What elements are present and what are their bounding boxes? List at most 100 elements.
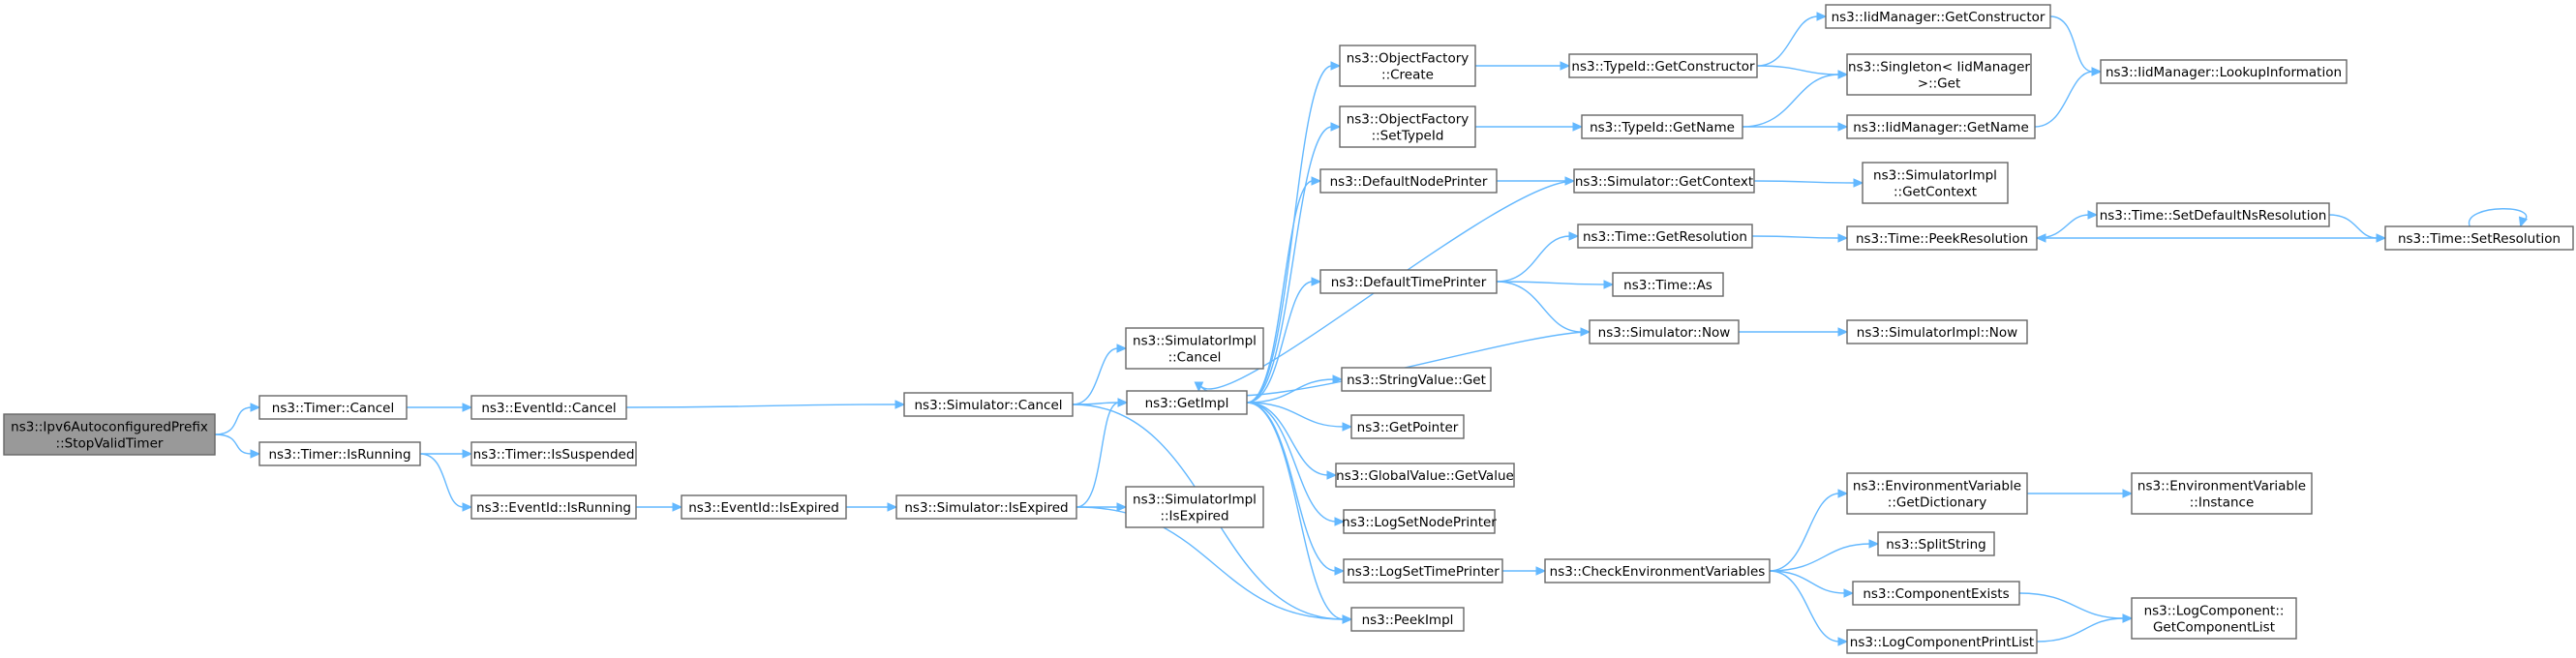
node-label: ns3::GetPointer [1357,420,1459,435]
edge-getimpl-to-defaulttimeprinter [1246,277,1322,404]
node-envvar-getdictionary[interactable]: ns3::EnvironmentVariable::GetDictionary [1846,472,2028,515]
edge-arrowhead [1843,588,1855,598]
node-box [1126,390,1248,415]
edge-root-to-timer_cancel [214,403,261,435]
edge-eventid_isexpired-to-sim_isexpired [846,502,898,512]
node-logcomponentprintlist[interactable]: ns3::LogComponentPrintList [1846,629,2038,654]
node-box [1577,224,1753,249]
node-simimpl-isexpired[interactable]: ns3::SimulatorImpl::IsExpired [1125,486,1264,528]
node-time-as[interactable]: ns3::Time::As [1612,272,1724,297]
edge-line [1756,65,1840,75]
node-time-peekresolution[interactable]: ns3::Time::PeekResolution [1846,225,2038,251]
node-defaultnodeprinter[interactable]: ns3::DefaultNodePrinter [1319,168,1498,194]
node-timer-isrunning[interactable]: ns3::Timer::IsRunning [258,441,421,466]
edge-arrowhead [1342,614,1353,624]
node-eventid-isrunning[interactable]: ns3::EventId::IsRunning [470,494,637,520]
node-typeid-getname[interactable]: ns3::TypeId::GetName [1581,114,1743,139]
node-box [1319,269,1498,294]
node-iid-lookupinformation[interactable]: ns3::IidManager::LookupInformation [2100,59,2348,84]
edge-getimpl-to-stringvalue_get [1246,374,1344,404]
node-box [895,494,1077,520]
edge-arrowhead [1837,122,1849,132]
node-iid-getconstructor[interactable]: ns3::IidManager::GetConstructor [1825,4,2051,29]
node-sim-cancel[interactable]: ns3::Simulator::Cancel [903,392,1074,417]
node-simimpl-now[interactable]: ns3::SimulatorImpl::Now [1846,319,2028,344]
node-timer-issuspended[interactable]: ns3::Timer::IsSuspended [470,441,637,466]
node-label: ns3::TypeId::GetConstructor [1571,59,1755,75]
edge-defaulttimeprinter-to-sim_now [1496,281,1591,337]
node-label: ns3::Timer::IsSuspended [473,447,635,463]
node-of-create[interactable]: ns3::ObjectFactory::Create [1339,45,1476,87]
edge-line [2036,617,2125,643]
node-label: ns3::SimulatorImpl [1133,334,1257,349]
node-peekimpl[interactable]: ns3::PeekImpl [1350,607,1465,632]
node-timer-cancel[interactable]: ns3::Timer::Cancel [258,395,408,420]
node-box [1568,53,1758,78]
node-getpointer[interactable]: ns3::GetPointer [1350,414,1465,439]
edge-arrowhead [1116,344,1128,353]
node-time-setdefaultnsresolution[interactable]: ns3::Time::SetDefaultNsResolution [2096,202,2330,227]
node-getimpl[interactable]: ns3::GetImpl [1126,390,1248,415]
node-defaulttimeprinter[interactable]: ns3::DefaultTimePrinter [1319,269,1498,294]
node-time-getresolution[interactable]: ns3::Time::GetResolution [1577,224,1753,249]
node-sim-isexpired[interactable]: ns3::Simulator::IsExpired [895,494,1077,520]
node-sim-getcontext[interactable]: ns3::Simulator::GetContext [1573,168,1755,194]
node-label: ns3::Time::GetResolution [1583,229,1747,245]
node-label: GetComponentList [2153,620,2275,636]
node-time-setresolution[interactable]: ns3::Time::SetResolution [2384,225,2574,251]
edge-checkenvvars-to-componentexists [1769,570,1855,598]
edge-of_create-to-typeid_getconstructor [1475,61,1571,71]
node-singleton-get[interactable]: ns3::Singleton< IidManager >::Get [1846,53,2032,96]
node-root[interactable]: ns3::Ipv6AutoconfiguredPrefix::StopValid… [3,413,216,456]
node-iid-getname[interactable]: ns3::IidManager::GetName [1846,114,2036,139]
node-globalvalue-getvalue[interactable]: ns3::GlobalValue::GetValue [1335,463,1515,488]
edge-line [1246,378,1335,404]
node-logsettimeprinter[interactable]: ns3::LogSetTimePrinter [1343,558,1503,583]
edge-line [214,406,253,435]
node-logcomponent-getcomponentlist[interactable]: ns3::LogComponent::GetComponentList [2131,597,2297,640]
node-eventid-isexpired[interactable]: ns3::EventId::IsExpired [681,494,847,520]
edge-arrowhead [1568,231,1580,241]
edge-arrowhead [1572,122,1584,132]
node-label: ns3::SplitString [1886,537,1986,553]
edge-arrowhead [1311,277,1322,286]
node-splitstring[interactable]: ns3::SplitString [1877,531,1995,556]
edge-typeid_getconstructor-to-singleton_get [1756,65,1849,79]
edge-getimpl-to-defaultnodeprinter [1246,176,1322,404]
edge-line [1496,281,1606,285]
node-simimpl-getcontext[interactable]: ns3::SimulatorImpl::GetContext [1862,162,2009,204]
edge-defaulttimeprinter-to-time_getresolution [1496,231,1580,283]
node-box [1339,105,1476,148]
node-box [1335,463,1515,488]
node-label: ns3::Time::PeekResolution [1856,231,2028,247]
edge-line [1496,281,1583,333]
node-label: ::Cancel [1168,350,1222,366]
node-eventid-cancel[interactable]: ns3::EventId::Cancel [470,395,627,420]
node-label: ns3::Singleton< IidManager [1848,60,2030,75]
node-label: ns3::Simulator::GetContext [1575,174,1753,190]
edge-line [1246,180,1314,404]
node-sim-now[interactable]: ns3::Simulator::Now [1589,319,1740,344]
node-envvar-instance[interactable]: ns3::EnvironmentVariable::Instance [2131,472,2313,515]
edge-getimpl-to-logsetnodeprinter [1246,402,1346,526]
node-logsetnodeprinter[interactable]: ns3::LogSetNodePrinter [1342,509,1497,534]
node-of-settypeid[interactable]: ns3::ObjectFactory::SetTypeId [1339,105,1476,148]
node-simimpl-cancel[interactable]: ns3::SimulatorImpl::Cancel [1125,327,1264,370]
node-box [258,395,408,420]
edge-line [1756,15,1819,67]
node-stringvalue-get[interactable]: ns3::StringValue::Get [1341,367,1492,392]
node-componentexists[interactable]: ns3::ComponentExists [1852,581,2020,606]
edge-defaulttimeprinter-to-time_as [1496,280,1615,289]
edge-line [1076,506,1345,620]
node-checkenvvars[interactable]: ns3::CheckEnvironmentVariables [1544,558,1771,583]
edge-timer_cancel-to-eventid_cancel [406,403,473,412]
node-typeid-getconstructor[interactable]: ns3::TypeId::GetConstructor [1568,53,1758,78]
node-label: ns3::EventId::IsRunning [476,500,631,516]
edge-getimpl-to-globalvalue_getvalue [1246,402,1338,480]
edge-arrowhead [1853,178,1864,188]
edge-getimpl-to-peekimpl [1246,402,1353,624]
node-label: ns3::SimulatorImpl [1873,168,1997,184]
edge-line [1769,570,1846,594]
node-box [1877,531,1995,556]
edge-line [1246,402,1345,428]
